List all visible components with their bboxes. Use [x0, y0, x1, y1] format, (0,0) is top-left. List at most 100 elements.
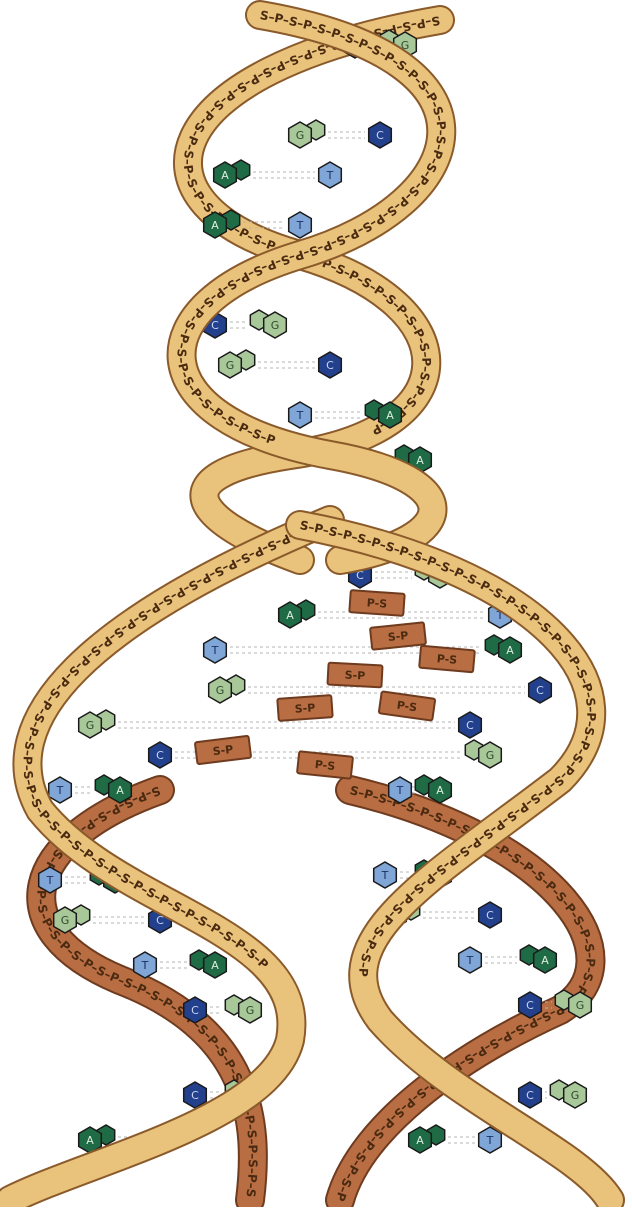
daughter-left-base-pair-5-right-base-letter: G: [246, 1004, 255, 1017]
daughter-left-base-pair-2-left-base-letter: T: [46, 874, 54, 887]
parent-base-pair-7-left-base: T: [289, 402, 312, 428]
parent-base-pair-7: TA: [289, 400, 402, 428]
free-nucleotide-8: P-S: [297, 751, 353, 779]
daughter-left-base-pair-5-right-base: G: [225, 995, 261, 1023]
daughter-right-base-pair-5-left-base-letter: C: [526, 999, 534, 1012]
parent-base-pair-6-right-base: C: [319, 352, 342, 378]
free-nucleotide-label: P-S: [436, 652, 457, 667]
parent-base-pair-3-left-base: A: [214, 160, 250, 188]
daughter-right-base-pair-6-left-base-letter: C: [526, 1089, 534, 1102]
daughter-right-base-pair-7-right-base-letter: T: [486, 1134, 494, 1147]
daughter-right-base-pair-5-right-base-letter: G: [576, 999, 585, 1012]
daughter-right-base-pair-4-left-base-letter: T: [466, 954, 474, 967]
fork-base-pair-3-left-base-letter: T: [211, 644, 219, 657]
free-nucleotide-label: S-P: [294, 701, 315, 715]
parent-base-pair-3-right-base-letter: T: [326, 169, 334, 182]
free-nucleotide-label: P-S: [314, 758, 336, 773]
daughter-left-base-pair-3-left-base-letter: G: [61, 914, 70, 927]
daughter-right-base-pair-3-right-base: C: [479, 902, 502, 928]
fork-base-pair-4-right-base: C: [529, 677, 552, 703]
daughter-left-base-pair-6-left-base-letter: C: [191, 1089, 199, 1102]
fork-base-pair-4-left-base: G: [209, 675, 245, 703]
parent-base-pair-2-right-base: C: [369, 122, 392, 148]
parent-base-pair-7-left-base-letter: T: [296, 409, 304, 422]
fork-base-pair-6-left-base: C: [149, 742, 172, 768]
daughter-right-base-pair-1-left-base: T: [389, 777, 412, 803]
fork-base-pair-4-left-base-letter: G: [216, 684, 225, 697]
daughter-left-base-pair-4-right-base: A: [190, 950, 226, 978]
parent-base-pair-2-left-base: G: [289, 120, 325, 148]
free-nucleotide-2: S-P: [370, 622, 426, 650]
daughter-left-base-pair-1: TA: [49, 775, 132, 803]
parent-base-pair-5-right-base-letter: G: [271, 319, 280, 332]
daughter-right-base-pair-6-right-base-letter: G: [571, 1089, 580, 1102]
fork-base-pair-5-left-base-letter: G: [86, 719, 95, 732]
daughter-left-base-pair-7-left-base-letter: A: [86, 1134, 94, 1147]
daughter-right-base-pair-7: AT: [409, 1125, 502, 1153]
fork-base-pair-5-right-base: C: [459, 712, 482, 738]
daughter-right-base-pair-2-left-base-letter: T: [381, 869, 389, 882]
daughter-right-base-pair-3-right-base-letter: C: [486, 909, 494, 922]
free-nucleotide-5: S-P: [277, 695, 332, 721]
free-nucleotide-label: S-P: [344, 668, 365, 682]
parent-base-pair-4-right-base-letter: T: [296, 219, 304, 232]
daughter-right-base-pair-7-left-base-letter: A: [416, 1134, 424, 1147]
fork-base-pair-6-right-base: G: [465, 740, 501, 768]
parent-base-pair-6: GC: [219, 350, 342, 378]
daughter-right-base-pair-2-left-base: T: [374, 862, 397, 888]
fork-base-pair-5-right-base-letter: C: [466, 719, 474, 732]
free-nucleotide-3: S-P: [327, 663, 382, 688]
daughter-left-base-pair-5-left-base-letter: C: [191, 1004, 199, 1017]
daughter-left-base-pair-1-left-base-letter: T: [56, 784, 64, 797]
fork-base-pair-3-right-base: A: [485, 635, 521, 663]
free-nucleotide-7: S-P: [195, 736, 251, 764]
daughter-right-base-pair-6-left-base: C: [519, 1082, 542, 1108]
parent-base-pair-6-right-base-letter: C: [326, 359, 334, 372]
parent-base-pair-2-right-base-letter: C: [376, 129, 384, 142]
parent-base-pair-2: GC: [289, 120, 392, 148]
daughter-left-base-pair-4-left-base-letter: T: [141, 959, 149, 972]
daughter-right-base-pair-4-right-base-letter: A: [541, 954, 549, 967]
daughter-left-base-pair-4-right-base-letter: A: [211, 959, 219, 972]
fork-base-pair-2-left-base: A: [279, 600, 315, 628]
parent-base-pair-5-right-base: G: [250, 310, 286, 338]
daughter-left-base-pair-2-left-base: T: [39, 867, 62, 893]
fork-base-pair-3-right-base-letter: A: [506, 644, 514, 657]
parent-base-pair-8-right-base-letter: A: [416, 454, 424, 467]
parent-base-pair-3: AT: [214, 160, 342, 188]
daughter-right-base-pair-6-right-base: G: [550, 1080, 586, 1108]
daughter-right-base-pair-4: TA: [459, 945, 557, 973]
free-nucleotide-6: P-S: [379, 691, 436, 720]
daughter-left-base-pair-4: TA: [134, 950, 227, 978]
parent-base-pair-2-left-base-letter: G: [296, 129, 305, 142]
fork-base-pair-4-right-base-letter: C: [536, 684, 544, 697]
parent-base-pair-3-right-base: T: [319, 162, 342, 188]
daughter-right-base-pair-4-left-base: T: [459, 947, 482, 973]
daughter-left-base-pair-5-left-base: C: [184, 997, 207, 1023]
fork-base-pair-5-left-base: G: [79, 710, 115, 738]
parent-base-pair-4-right-base: T: [289, 212, 312, 238]
daughter-left-base-pair-1-right-base: A: [95, 775, 131, 803]
free-nucleotide-1: P-S: [349, 590, 404, 616]
parent-base-pair-6-left-base: G: [219, 350, 255, 378]
free-nucleotide-4: P-S: [419, 646, 475, 673]
daughter-right-base-pair-6: CG: [519, 1080, 587, 1108]
daughter-right-base-pair-7-left-base: A: [409, 1125, 445, 1153]
fork-base-pair-3-left-base: T: [204, 637, 227, 663]
daughter-right-base-pair-1-left-base-letter: T: [396, 784, 404, 797]
parent-base-pair-3-left-base-letter: A: [221, 169, 229, 182]
daughter-left-base-pair-1-right-base-letter: A: [116, 784, 124, 797]
daughter-left-base-pair-5: CG: [184, 995, 262, 1023]
parent-base-pair-4-left-base-letter: A: [211, 219, 219, 232]
parent-base-pair-7-right-base-letter: A: [386, 409, 394, 422]
daughter-left-base-pair-4-left-base: T: [134, 952, 157, 978]
daughter-right-base-pair-5-left-base: C: [519, 992, 542, 1018]
daughter-left-base-pair-1-left-base: T: [49, 777, 72, 803]
parent-base-pair-5-left-base-letter: C: [211, 319, 219, 332]
daughter-left-base-pair-3-left-base: G: [54, 905, 90, 933]
free-nucleotide-label: P-S: [366, 596, 387, 610]
parent-base-pair-6-left-base-letter: G: [226, 359, 235, 372]
fork-base-pair-6-right-base-letter: G: [486, 749, 495, 762]
